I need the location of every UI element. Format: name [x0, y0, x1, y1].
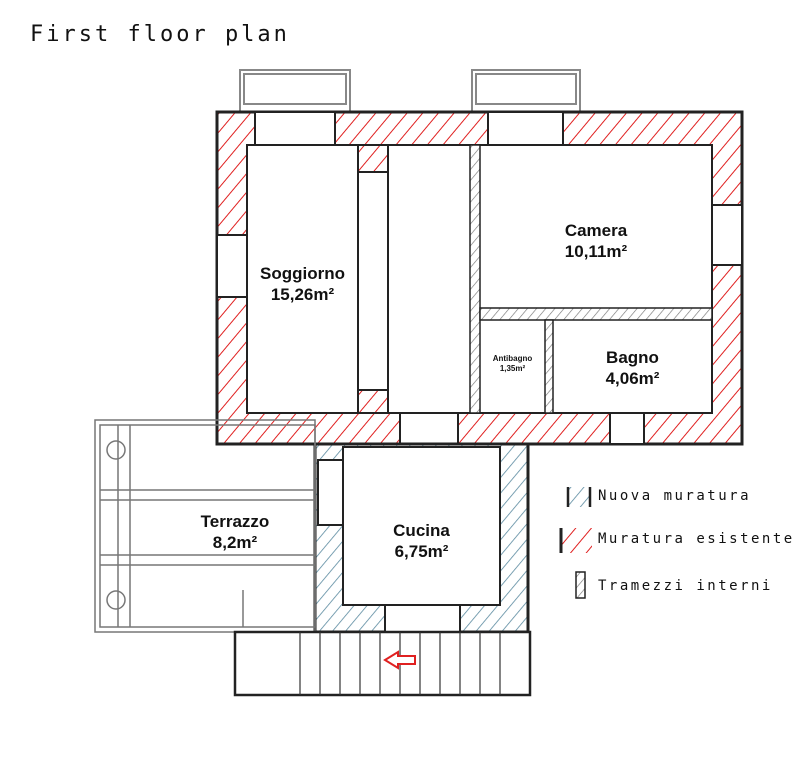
partition-wall [469, 144, 481, 414]
room-name: Cucina [393, 521, 450, 540]
room-bagno: Bagno 4,06m² [553, 347, 712, 389]
room-name: Camera [564, 221, 628, 240]
legend-existing-wall: Muratura esistente [598, 531, 795, 547]
room-soggiorno: Soggiorno 15,26m² [247, 263, 358, 305]
legend-partitions: Tramezzi interni [598, 578, 773, 594]
plan-title: First floor plan [30, 22, 290, 47]
partition-wall [479, 307, 713, 321]
room-terrazzo: Terrazzo 8,2m² [175, 511, 295, 553]
partition-wall [544, 319, 554, 414]
room-name: Soggiorno [260, 264, 345, 283]
room-area: 8,2m² [212, 533, 258, 552]
terrace-railings [94, 419, 316, 633]
room-name: Terrazzo [200, 512, 270, 531]
legend-new-wall: Nuova muratura [598, 488, 752, 504]
room-camera: Camera 10,11m² [480, 220, 712, 262]
staircase [233, 630, 532, 697]
room-area: 1,35m² [499, 364, 526, 373]
room-cucina: Cucina 6,75m² [343, 520, 500, 562]
legend-swatch-new [568, 487, 590, 507]
room-area: 10,11m² [564, 242, 628, 261]
stair-arrow-icon [383, 650, 416, 670]
room-name: Antibagno [492, 354, 533, 363]
legend-swatch-existing [560, 528, 592, 553]
room-area: 6,75m² [394, 542, 449, 561]
room-area: 4,06m² [605, 369, 660, 388]
legend-swatch-partition [575, 571, 586, 599]
room-name: Bagno [606, 348, 659, 367]
room-area: 15,26m² [270, 285, 335, 304]
